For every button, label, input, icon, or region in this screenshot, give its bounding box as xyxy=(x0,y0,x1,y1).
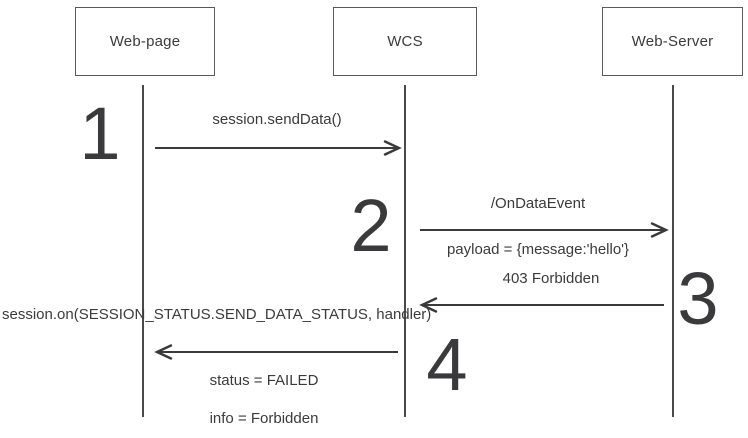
step-number-2: 2 xyxy=(350,184,392,267)
step-number-4: 4 xyxy=(426,323,468,406)
right-arrow-icon xyxy=(155,140,402,156)
message-arrow-3 xyxy=(419,295,665,315)
lifeline-web-page xyxy=(142,85,144,417)
actor-box-wcs: WCS xyxy=(333,7,477,76)
left-arrow-icon xyxy=(419,297,664,313)
actor-label-web-page: Web-page xyxy=(109,33,181,50)
step-number-3: 3 xyxy=(677,257,719,340)
message-label-3: 403 Forbidden xyxy=(502,270,600,287)
message-label-1: session.sendData() xyxy=(212,111,342,128)
message-arrow-1 xyxy=(154,138,402,158)
message-label-2: /OnDataEvent xyxy=(490,195,586,212)
actor-box-web-page: Web-page xyxy=(75,7,215,76)
right-arrow-icon xyxy=(420,222,669,238)
message-arrow-4 xyxy=(154,342,399,362)
message-arrow-2 xyxy=(419,220,669,240)
lifeline-web-server xyxy=(672,85,674,417)
message-label-4: session.on(SESSION_STATUS.SEND_DATA_STAT… xyxy=(2,306,432,323)
actor-label-web-server: Web-Server xyxy=(631,33,714,50)
lifeline-wcs xyxy=(404,85,406,417)
left-arrow-icon xyxy=(154,344,398,360)
message-info-label-4: info = Forbidden xyxy=(209,410,319,427)
message-payload-label-2: payload = {message:'hello'} xyxy=(446,241,630,258)
actor-box-web-server: Web-Server xyxy=(602,7,743,76)
step-number-1: 1 xyxy=(79,92,121,175)
message-status-label-4: status = FAILED xyxy=(209,372,319,389)
actor-label-wcs: WCS xyxy=(387,33,423,50)
